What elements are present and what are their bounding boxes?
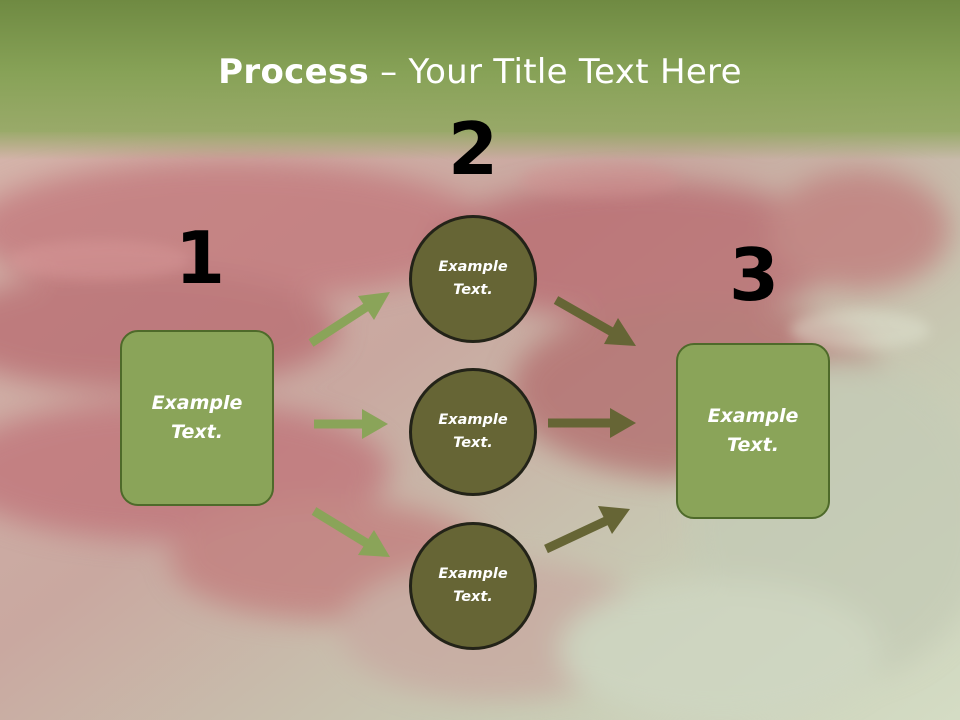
arrow-bottom-to-right	[544, 506, 630, 554]
bottom-circle: Example Text.	[409, 522, 537, 650]
left-text-box: Example Text.	[120, 330, 274, 506]
middle-circle-label: Example Text.	[438, 412, 508, 451]
arrow-middle-to-right	[548, 408, 636, 438]
arrow-top-to-right	[553, 296, 636, 346]
middle-circle: Example Text.	[409, 368, 537, 496]
arrow-left-to-top	[308, 292, 390, 347]
title-bar: Process – Your Title Text Here	[0, 0, 960, 150]
arrow-left-to-bottom	[311, 507, 390, 557]
step-number-1: 1	[174, 216, 226, 300]
arrow-left-to-middle	[314, 409, 388, 439]
right-text-box: Example Text.	[676, 343, 830, 519]
right-box-label: Example Text.	[707, 405, 799, 456]
title-rest: – Your Title Text Here	[369, 52, 742, 92]
top-circle-label: Example Text.	[438, 259, 508, 298]
title-bold: Process	[218, 52, 370, 92]
left-box-label: Example Text.	[151, 392, 243, 443]
top-circle: Example Text.	[409, 215, 537, 343]
bottom-circle-label: Example Text.	[438, 566, 508, 605]
slide-title: Process – Your Title Text Here	[0, 52, 960, 92]
step-number-2: 2	[447, 107, 499, 191]
step-number-3: 3	[728, 233, 780, 317]
